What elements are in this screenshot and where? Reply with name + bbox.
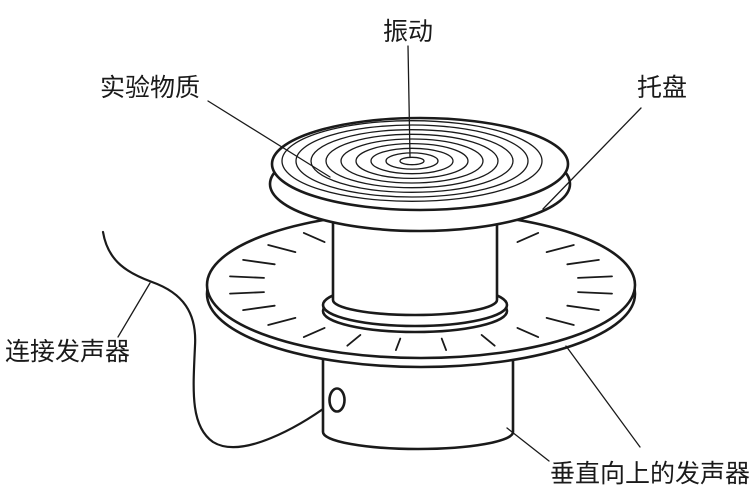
vibration-ring (399, 156, 425, 166)
vibration-ring (370, 147, 454, 175)
disc-radial-tick (229, 275, 265, 279)
leader-upward-speaker-disc (565, 345, 641, 448)
label-vibration: 振动 (383, 17, 433, 46)
vibration-ring (355, 142, 469, 180)
disc-radial-tick (229, 291, 265, 295)
disc-radial-tick (242, 304, 276, 312)
leader-upward-speaker-body (506, 427, 550, 462)
label-upward-speaker: 垂直向上的发声器 (550, 459, 750, 488)
disc-radial-tick (394, 337, 402, 352)
support-column (331, 213, 499, 317)
disc-radial-tick (267, 244, 297, 254)
disc-radial-tick (346, 333, 362, 347)
vibration-ring (385, 152, 439, 170)
disc-radial-tick (267, 316, 297, 326)
disc-radial-tick (516, 231, 540, 244)
disc-radial-tick (566, 258, 600, 266)
vibration-ring (310, 129, 514, 193)
leader-connect-speaker (117, 282, 151, 338)
vibration-ring (340, 138, 484, 184)
leader-test-substance (207, 100, 331, 178)
disc-radial-tick (302, 231, 326, 244)
substance-vibration-rings (281, 120, 543, 202)
disc-radial-tick (577, 291, 613, 295)
leader-tray (542, 107, 642, 210)
disc-radial-tick (545, 244, 575, 254)
leader-vibration (407, 45, 411, 158)
vibration-ring (295, 124, 529, 198)
disc-radial-tick (566, 304, 600, 312)
vibration-ring (325, 133, 499, 189)
disc-radial-tick (242, 258, 276, 266)
disc-radial-tick (480, 333, 496, 347)
disc-radial-tick (440, 337, 448, 352)
disc-radial-tick (516, 326, 540, 339)
disc-radial-tick (302, 326, 326, 339)
bottom-speaker-cylinder (321, 348, 515, 451)
disc-radial-tick (545, 316, 575, 326)
disc-radial-tick (577, 275, 613, 279)
label-connect-speaker: 连接发声器 (5, 337, 130, 366)
wire-connector (328, 387, 346, 413)
vibration-ring (281, 120, 543, 202)
label-test-substance: 实验物质 (100, 73, 200, 102)
label-tray: 托盘 (637, 73, 687, 102)
speaker-wire (101, 230, 332, 449)
